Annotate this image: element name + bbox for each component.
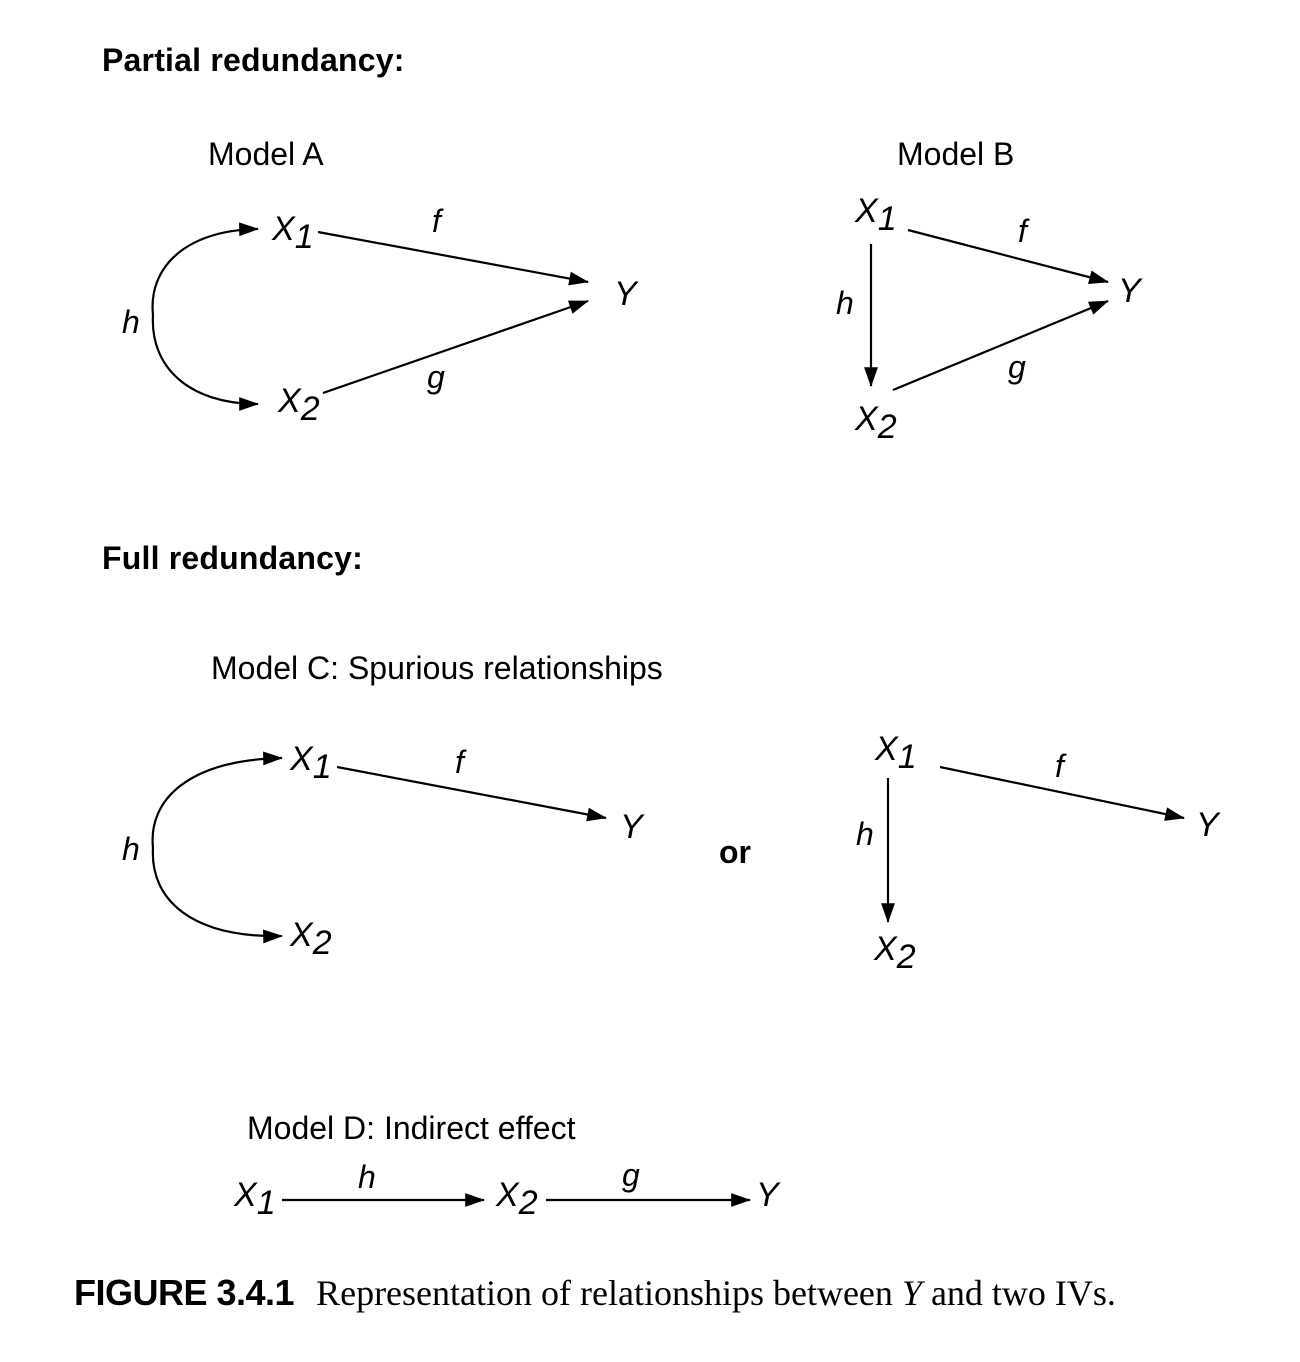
model-a-g-label: g: [427, 359, 445, 395]
model-c-h-curved-arrow-bottom: [151, 847, 283, 944]
model-a-x1-label: X1: [271, 210, 314, 256]
full-redundancy-heading: Full redundancy:: [102, 540, 363, 576]
model-c-f-arrow: [336, 765, 607, 822]
model-a-y-label: Y: [614, 275, 639, 313]
model-b-diagram: X1 X2 Y f g h: [836, 192, 1143, 446]
model-c-f-label: f: [455, 744, 467, 780]
model-d-x1-label: X1: [233, 1176, 276, 1222]
model-b-g-arrow: [892, 299, 1109, 392]
model-b-y-label: Y: [1118, 272, 1143, 310]
model-b-g-label: g: [1008, 349, 1026, 385]
model-b-f-arrow: [907, 228, 1109, 284]
figure-number: FIGURE 3.4.1: [74, 1272, 295, 1313]
model-c-vertical-diagram: X1 X2 Y f h: [856, 730, 1221, 976]
model-b-title: Model B: [897, 136, 1015, 172]
model-a-h-curved-arrow-bottom: [151, 314, 259, 411]
model-a-diagram: X1 X2 Y f g h: [122, 203, 639, 428]
model-c-curved-diagram: X1 X2 Y f h: [122, 740, 645, 962]
model-c-alt-x2-label: X2: [873, 930, 916, 976]
caption-text-after: and two IVs.: [921, 1273, 1116, 1313]
model-a-f-label: f: [432, 203, 444, 239]
model-c-alt-f-label: f: [1055, 748, 1067, 784]
caption-text-var: Y: [901, 1273, 922, 1313]
model-a-f-arrow: [317, 230, 589, 286]
model-d-diagram: X1 X2 Y h g: [233, 1157, 781, 1222]
model-a-x2-label: X2: [277, 382, 320, 428]
model-b-h-label: h: [836, 285, 854, 321]
model-c-h-curved-arrow-top: [151, 751, 283, 849]
model-a-h-curved-arrow-top: [151, 222, 259, 316]
model-c-alt-h-label: h: [856, 816, 874, 852]
model-d-x2-label: X2: [495, 1176, 538, 1222]
model-c-or-label: or: [719, 834, 751, 870]
model-a-g-arrow: [322, 299, 589, 395]
model-b-f-label: f: [1018, 213, 1030, 249]
caption-text: Representation of relationships between …: [316, 1273, 1116, 1313]
model-c-y-label: Y: [620, 808, 645, 846]
model-c-alt-x1-label: X1: [874, 730, 917, 776]
model-a-h-label: h: [122, 304, 140, 340]
model-d-h-label: h: [358, 1159, 376, 1195]
model-c-alt-y-label: Y: [1196, 806, 1221, 844]
model-d-title: Model D: Indirect effect: [247, 1110, 576, 1146]
caption-text-before: Representation of relationships between: [316, 1273, 902, 1313]
model-c-h-label: h: [122, 831, 140, 867]
model-d-y-label: Y: [756, 1176, 781, 1214]
model-b-x2-label: X2: [854, 400, 897, 446]
model-d-g-label: g: [622, 1157, 640, 1193]
model-c-alt-f-arrow: [939, 765, 1185, 821]
model-c-x1-label: X1: [289, 740, 332, 786]
model-c-x2-label: X2: [289, 916, 332, 962]
partial-redundancy-heading: Partial redundancy:: [102, 42, 405, 78]
model-a-title: Model A: [208, 136, 324, 172]
figure-caption: FIGURE 3.4.1 Representation of relationsh…: [74, 1272, 1116, 1314]
model-c-title: Model C: Spurious relationships: [211, 650, 663, 686]
model-b-x1-label: X1: [854, 192, 897, 238]
